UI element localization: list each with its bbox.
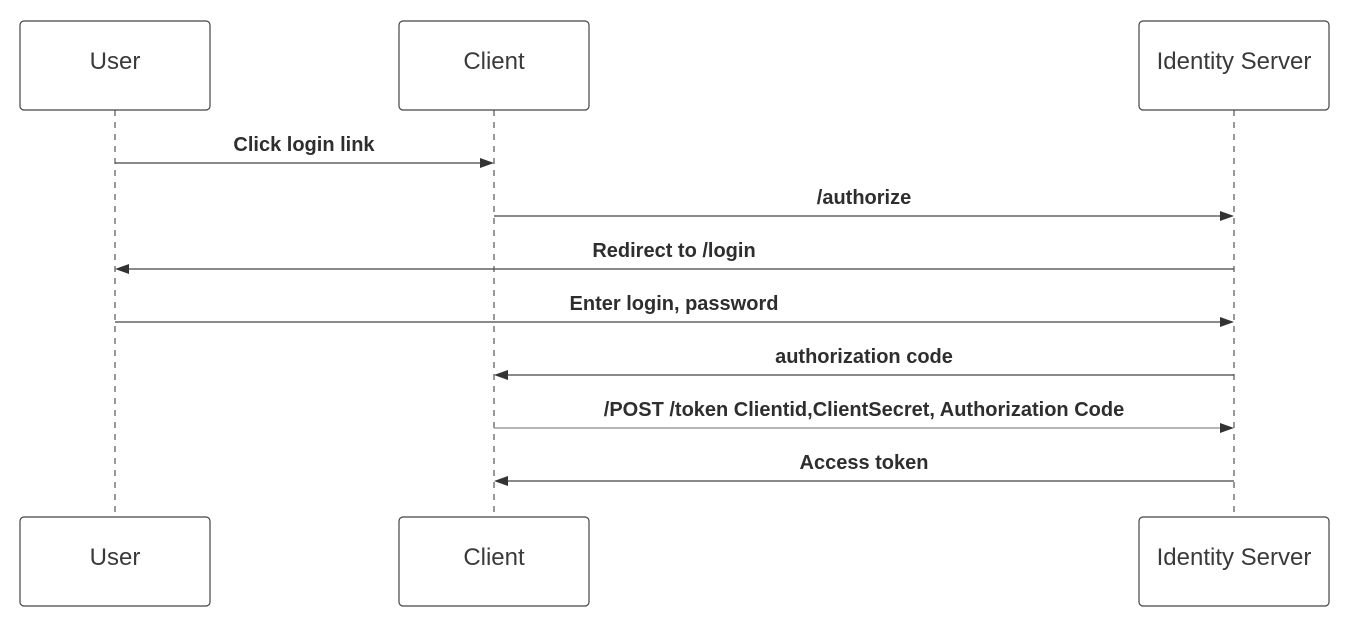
message-label: Click login link xyxy=(233,134,375,156)
arrow-right-icon xyxy=(480,158,494,168)
message-enter-login-password: Enter login, password xyxy=(115,293,1234,327)
arrow-right-icon xyxy=(1220,211,1234,221)
participant-user-top: User xyxy=(19,20,211,111)
participant-label: Client xyxy=(463,48,525,75)
participant-identity-server-top: Identity Server xyxy=(1138,20,1330,111)
participant-label: Client xyxy=(463,544,525,571)
participant-label: Identity Server xyxy=(1157,544,1312,571)
message-post-token: /POST /token Clientid,ClientSecret, Auth… xyxy=(494,399,1234,433)
message-label: Access token xyxy=(800,452,929,474)
participant-client-bottom: Client xyxy=(398,516,590,607)
message-label: Enter login, password xyxy=(570,293,779,315)
message-label: authorization code xyxy=(775,346,953,368)
participant-label: Identity Server xyxy=(1157,48,1312,75)
arrow-left-icon xyxy=(115,264,129,274)
participant-label: User xyxy=(90,544,141,571)
participant-label: User xyxy=(90,48,141,75)
message-label: /authorize xyxy=(817,187,911,209)
message-access-token: Access token xyxy=(494,452,1234,486)
message-label: /POST /token Clientid,ClientSecret, Auth… xyxy=(604,399,1124,421)
participant-client-top: Client xyxy=(398,20,590,111)
message-click-login-link: Click login link xyxy=(115,134,494,168)
arrow-left-icon xyxy=(494,476,508,486)
arrow-right-icon xyxy=(1220,317,1234,327)
message-authorization-code: authorization code xyxy=(494,346,1234,380)
participant-user-bottom: User xyxy=(19,516,211,607)
arrow-left-icon xyxy=(494,370,508,380)
participant-identity-server-bottom: Identity Server xyxy=(1138,516,1330,607)
message-label: Redirect to /login xyxy=(592,240,755,262)
arrow-right-icon xyxy=(1220,423,1234,433)
message-authorize: /authorize xyxy=(494,187,1234,221)
message-redirect-to-login: Redirect to /login xyxy=(115,240,1234,274)
